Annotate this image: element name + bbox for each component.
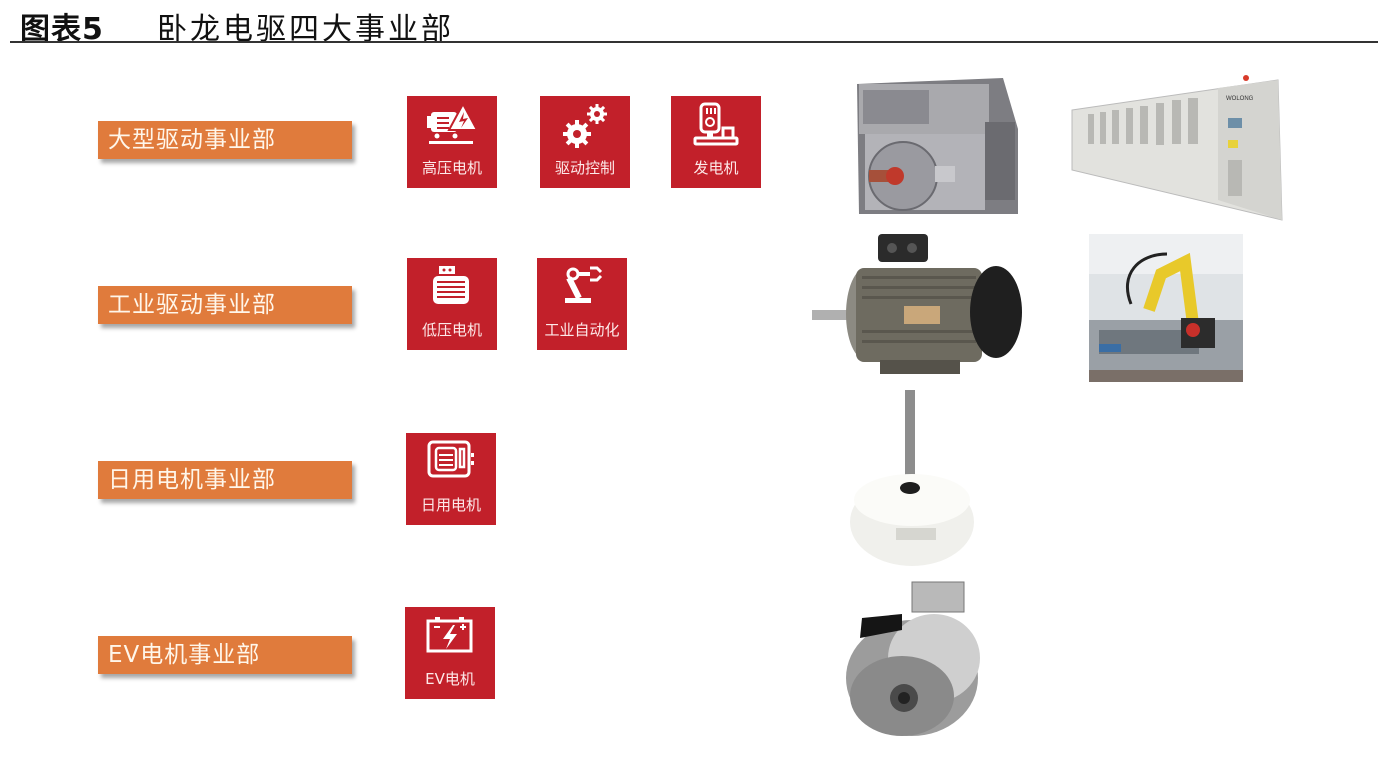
appliance-fan-motor-photo: [850, 390, 974, 566]
product-tile-industrial-automation: 工业自动化: [537, 258, 627, 350]
robot-arm-icon: [565, 266, 603, 303]
ev-motor-photo: [846, 581, 980, 736]
product-label: 高压电机: [421, 159, 482, 177]
industrial-robot-photo: [1089, 234, 1243, 382]
product-label: 工业自动化: [544, 321, 620, 339]
division-industrial-drive: 工业驱动事业部: [98, 286, 352, 324]
division-ev-motor: EV电机事业部: [98, 636, 352, 674]
cabinet-brand-text: WOLONG: [1226, 96, 1254, 102]
product-tile-appliance-motor: 日用电机: [406, 433, 496, 525]
lv-motor-icon: [433, 266, 469, 304]
product-tile-drive-control: 驱动控制: [540, 96, 630, 188]
product-label: 日用电机: [420, 496, 481, 514]
gears-icon: [563, 104, 607, 148]
product-label: 发电机: [693, 159, 739, 177]
appliance-motor-icon: [427, 440, 474, 478]
product-tile-ev-motor: EV电机: [405, 607, 495, 699]
division-large-drive: 大型驱动事业部: [98, 121, 352, 159]
battery-bolt-icon: [426, 617, 473, 653]
product-label: 驱动控制: [554, 159, 615, 177]
header-divider: [10, 41, 1378, 43]
generator-icon: [693, 102, 739, 146]
low-voltage-motor-photo: [812, 234, 1022, 374]
division-appliance-motor: 日用电机事业部: [98, 461, 352, 499]
figure-header: 图表5 卧龙电驱四大事业部: [20, 0, 1378, 47]
hv-motor-warning-icon: [427, 102, 477, 144]
product-tile-lv-motor: 低压电机: [407, 258, 497, 350]
product-tile-generator: 发电机: [671, 96, 761, 188]
product-tile-hv-motor: 高压电机: [407, 96, 497, 188]
drive-control-cabinet-photo: WOLONG: [1071, 75, 1283, 221]
high-voltage-motor-photo: [857, 78, 1018, 214]
product-label: EV电机: [425, 670, 475, 688]
product-label: 低压电机: [421, 321, 482, 339]
